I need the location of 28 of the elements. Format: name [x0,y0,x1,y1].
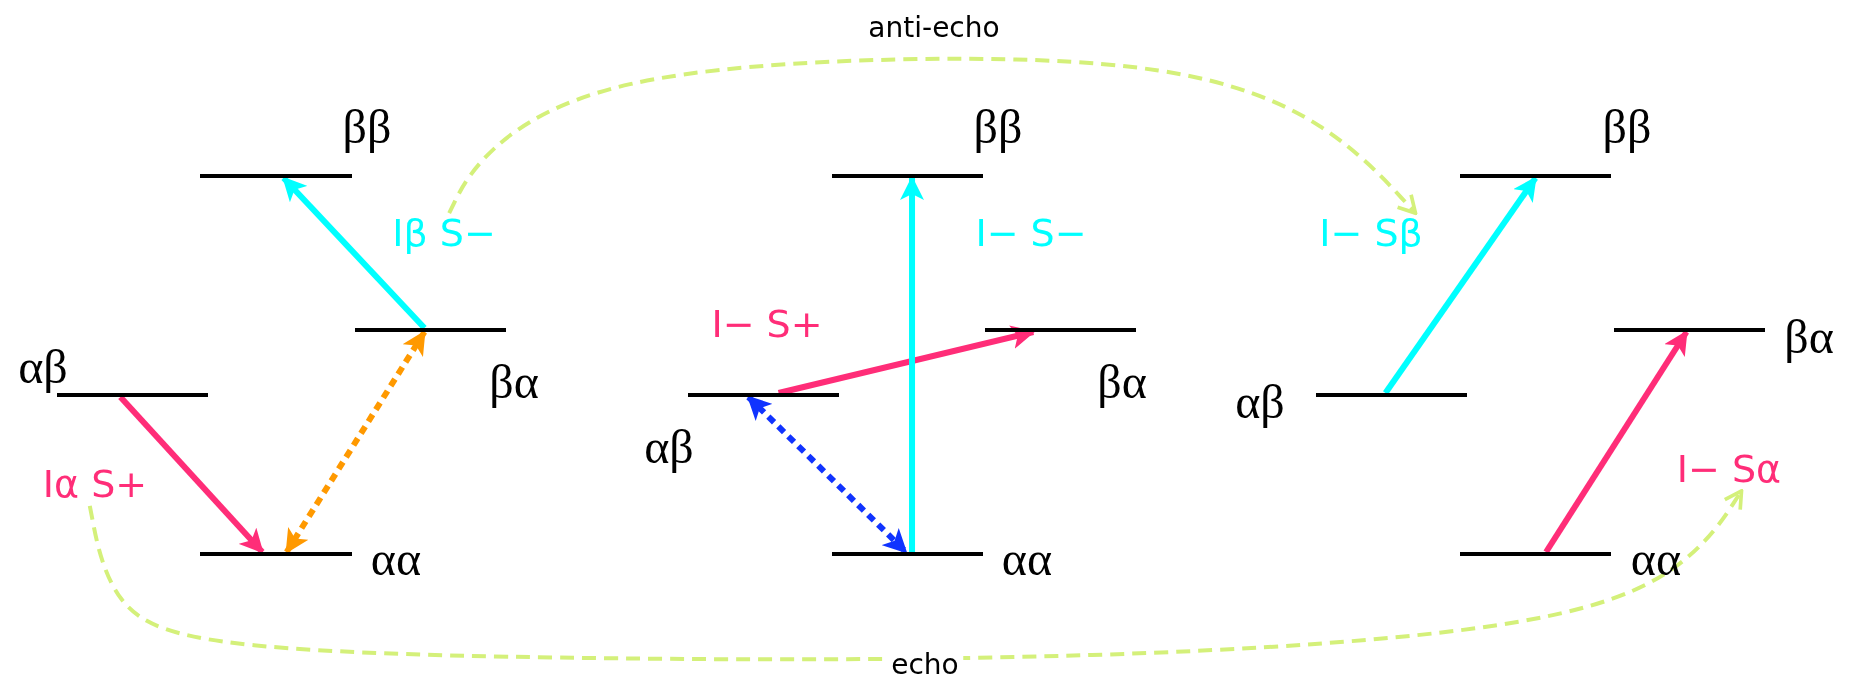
level-label: βα [489,358,539,406]
arrow [900,176,925,552]
transition-label: Iα S+ [42,464,148,506]
arrow [777,325,1036,396]
transition-label: I− Sα [1676,449,1782,491]
transition-label: I− S− [975,213,1087,255]
arrow [87,489,1744,662]
transition-label: Iβ S− [392,213,496,255]
level-label: βα [1097,358,1147,406]
level-label: ββ [1602,103,1652,151]
arrow [1543,330,1689,554]
level-label: αα [370,535,422,583]
transition-label: I− S+ [711,304,823,346]
level-label: αα [1001,535,1053,583]
level-label: αα [1630,535,1682,583]
arrow [284,330,427,554]
arrow [746,394,909,555]
arrow [281,175,427,331]
level-label: αβ [18,343,68,391]
arrow [1383,176,1538,395]
level-label: βα [1784,313,1834,361]
level-label: αβ [1235,378,1285,426]
transition-label: I− Sβ [1319,213,1423,255]
arrow [118,394,265,555]
level-label: ββ [342,103,392,151]
arrow [447,56,1418,215]
level-label: αβ [644,423,694,471]
level-label: ββ [973,103,1023,151]
